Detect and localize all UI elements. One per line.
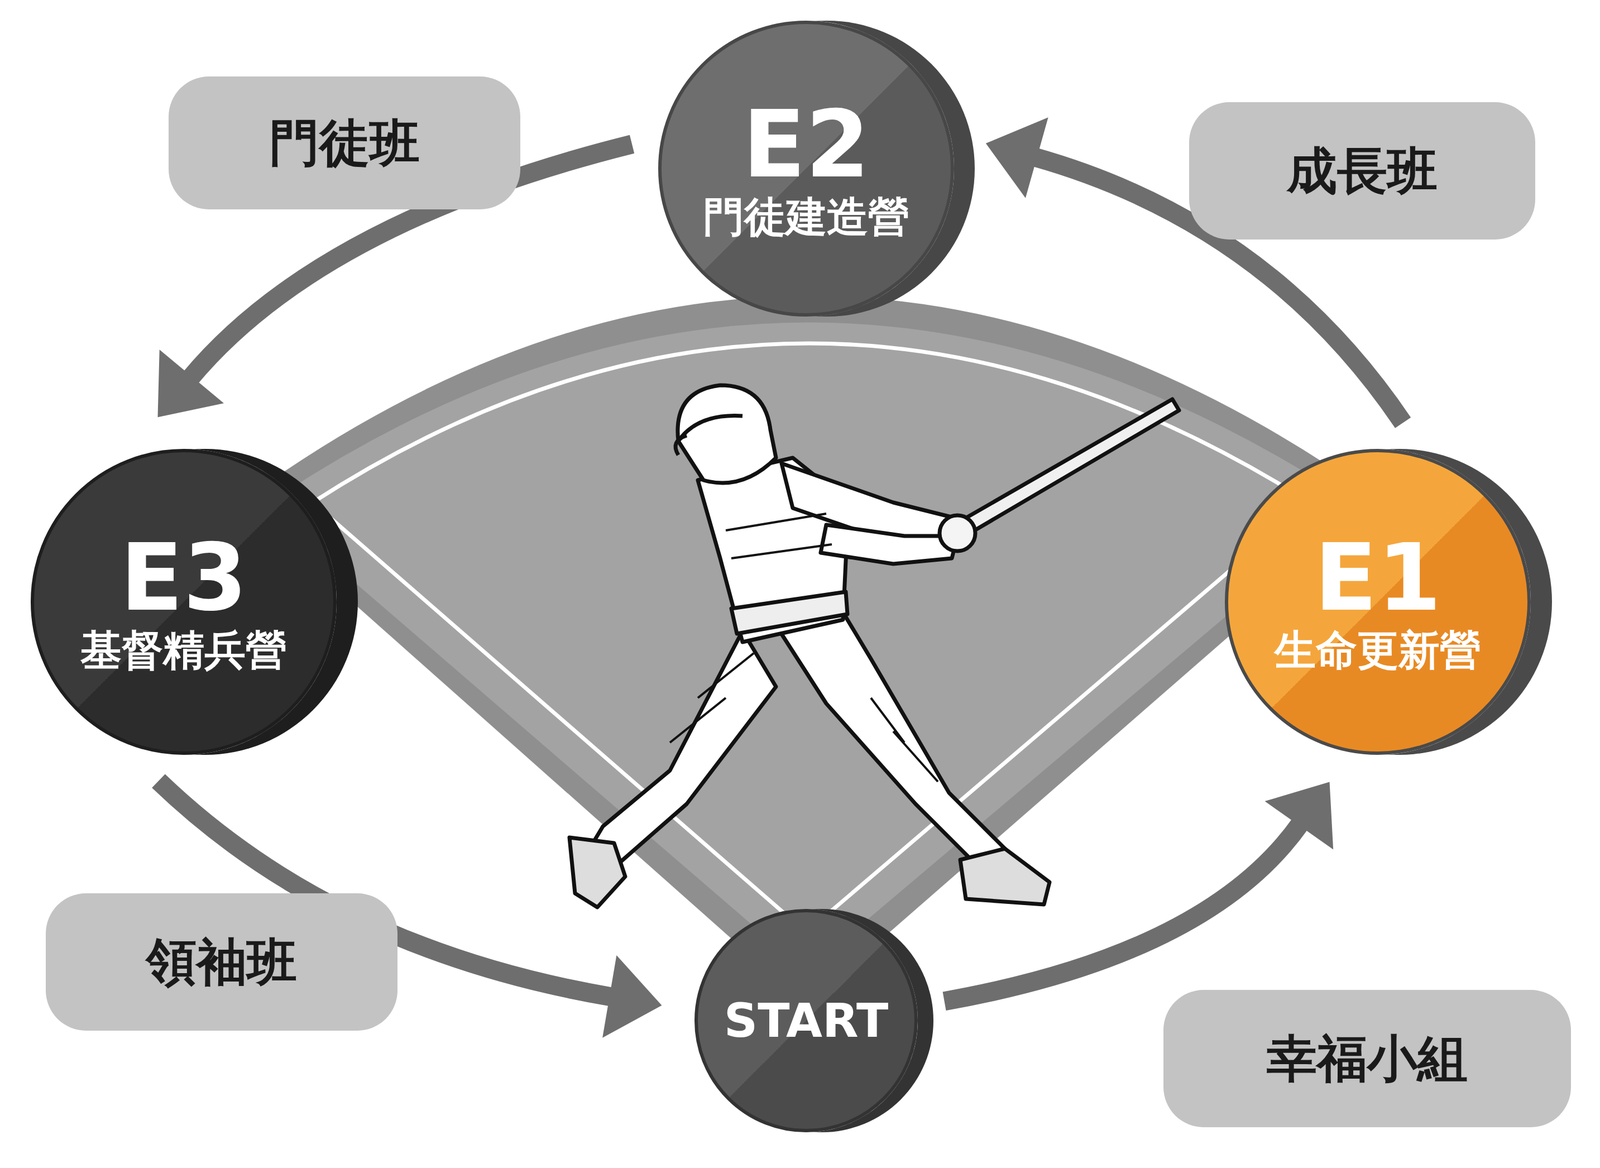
course-pill: 領袖班: [45, 893, 398, 1031]
arrow-head: [1265, 782, 1334, 850]
camp-code: E3: [120, 529, 248, 627]
node-label: 領袖班: [146, 932, 297, 991]
field-outer: [240, 295, 1383, 1005]
arrow-shaft: [944, 822, 1301, 1001]
node-label: 成長班: [1286, 141, 1438, 200]
node-label: 生命更新營: [1274, 626, 1482, 674]
arrow-head: [157, 349, 224, 418]
node-label: 門徒班: [269, 113, 420, 172]
arrow-head: [985, 117, 1049, 198]
start-circle: START: [694, 908, 918, 1133]
cycle-arrow: [944, 782, 1334, 1002]
node-label: 幸福小組: [1266, 1029, 1468, 1088]
camp-code: E2: [742, 96, 870, 194]
node-label: 門徒建造營: [702, 193, 910, 241]
course-pill: 幸福小組: [1163, 989, 1571, 1128]
course-pill: 成長班: [1189, 102, 1536, 240]
camp-circle: E1生命更新營: [1224, 448, 1531, 755]
node-label: 基督精兵營: [80, 626, 287, 674]
field-inner: [265, 322, 1358, 972]
camp-code: E1: [1314, 529, 1442, 627]
camp-circle: E3基督精兵營: [30, 448, 337, 755]
camp-circle: E2門徒建造營: [658, 20, 955, 317]
node-label: START: [724, 993, 889, 1048]
arrow-head: [602, 955, 662, 1038]
course-pill: 門徒班: [168, 76, 521, 210]
foul-line: [312, 343, 1310, 933]
batter-illustration: [569, 385, 1180, 908]
